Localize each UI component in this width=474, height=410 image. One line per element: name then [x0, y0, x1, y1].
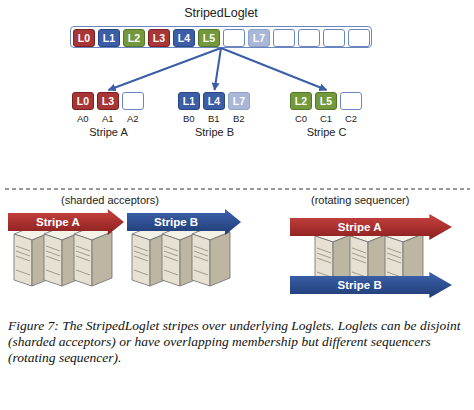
- stripe-title: Stripe B: [156, 126, 273, 138]
- index-label: B0: [183, 113, 195, 124]
- stripe-arrow: Stripe A: [290, 214, 452, 240]
- stripe-name: Stripe A: [8, 209, 108, 235]
- log-entry-cell: L3: [97, 92, 119, 110]
- log-entry-cell: L5: [315, 92, 337, 110]
- empty-cell: [323, 29, 345, 47]
- log-entry-cell: L2: [290, 92, 312, 110]
- stripe-group: Stripe CL2L5: [288, 90, 365, 112]
- entry-label: L4: [208, 95, 220, 107]
- log-entry-cell: L0: [73, 29, 95, 47]
- log-entry-cell: L7: [248, 29, 270, 47]
- index-label: C0: [295, 113, 307, 124]
- empty-cell: [348, 29, 370, 47]
- log-entry-cell: L7: [228, 92, 250, 110]
- stripe-group: Stripe AL0L3: [70, 90, 147, 112]
- empty-cell: [273, 29, 295, 47]
- stripe-title: Stripe A: [50, 126, 167, 138]
- log-entry-cell: L0: [72, 92, 94, 110]
- server-icon: [74, 226, 112, 286]
- stripe-name: Stripe B: [290, 272, 429, 298]
- connector-arrow: [109, 48, 222, 90]
- entry-label: L4: [178, 32, 190, 44]
- entry-label: L3: [153, 32, 165, 44]
- log-entry-cell: L1: [98, 29, 120, 47]
- entry-label: L5: [320, 95, 332, 107]
- log-entry-cell: L4: [173, 29, 195, 47]
- entry-label: L2: [128, 32, 140, 44]
- server-icon: [192, 226, 230, 286]
- log-title: StripedLoglet: [51, 6, 391, 20]
- stripe-arrow: Stripe B: [290, 272, 452, 298]
- index-label: C1: [320, 113, 332, 124]
- index-label: B2: [233, 113, 245, 124]
- index-label: B1: [208, 113, 220, 124]
- empty-cell: [298, 29, 320, 47]
- index-label: C2: [345, 113, 357, 124]
- stripe-name: Stripe A: [290, 214, 429, 240]
- arrow-body: [8, 209, 124, 235]
- entry-label: L0: [78, 32, 90, 44]
- entry-label: L1: [103, 32, 115, 44]
- entry-label: L2: [295, 95, 307, 107]
- index-label: A0: [77, 113, 89, 124]
- section-label: (rotating sequencer): [311, 194, 409, 206]
- log-entry-cell: L1: [178, 92, 200, 110]
- empty-cell: [223, 29, 245, 47]
- divider-line: [5, 189, 470, 190]
- log-entry-cell: L3: [148, 29, 170, 47]
- figure-caption: Figure 7: The StripedLoglet stripes over…: [8, 318, 466, 366]
- stripe-arrow: Stripe B: [127, 209, 241, 235]
- log-entry-cell: L2: [123, 29, 145, 47]
- entry-label: L1: [183, 95, 195, 107]
- entry-label: L7: [233, 95, 245, 107]
- stripe-title: Stripe C: [268, 126, 385, 138]
- log-entry-cell: L5: [198, 29, 220, 47]
- stripe-group: Stripe BL1L4L7: [176, 90, 253, 112]
- connector-arrow: [215, 48, 222, 90]
- index-label: A1: [102, 113, 114, 124]
- empty-cell: [122, 92, 144, 110]
- arrow-body: [127, 209, 241, 235]
- entry-label: L5: [203, 32, 215, 44]
- connector-arrow: [221, 48, 327, 90]
- empty-cell: [340, 92, 362, 110]
- log-bar: StripedLogletL0L1L2L3L4L5L7: [70, 26, 372, 48]
- log-entry-cell: L4: [203, 92, 225, 110]
- section-label: (sharded acceptors): [61, 194, 159, 206]
- arrow-body: [290, 214, 452, 240]
- arrow-body: [290, 272, 452, 298]
- stripe-name: Stripe B: [127, 209, 225, 235]
- entry-label: L7: [253, 32, 265, 44]
- entry-label: L0: [77, 95, 89, 107]
- index-label: A2: [127, 113, 139, 124]
- stripe-arrow: Stripe A: [8, 209, 124, 235]
- entry-label: L3: [102, 95, 114, 107]
